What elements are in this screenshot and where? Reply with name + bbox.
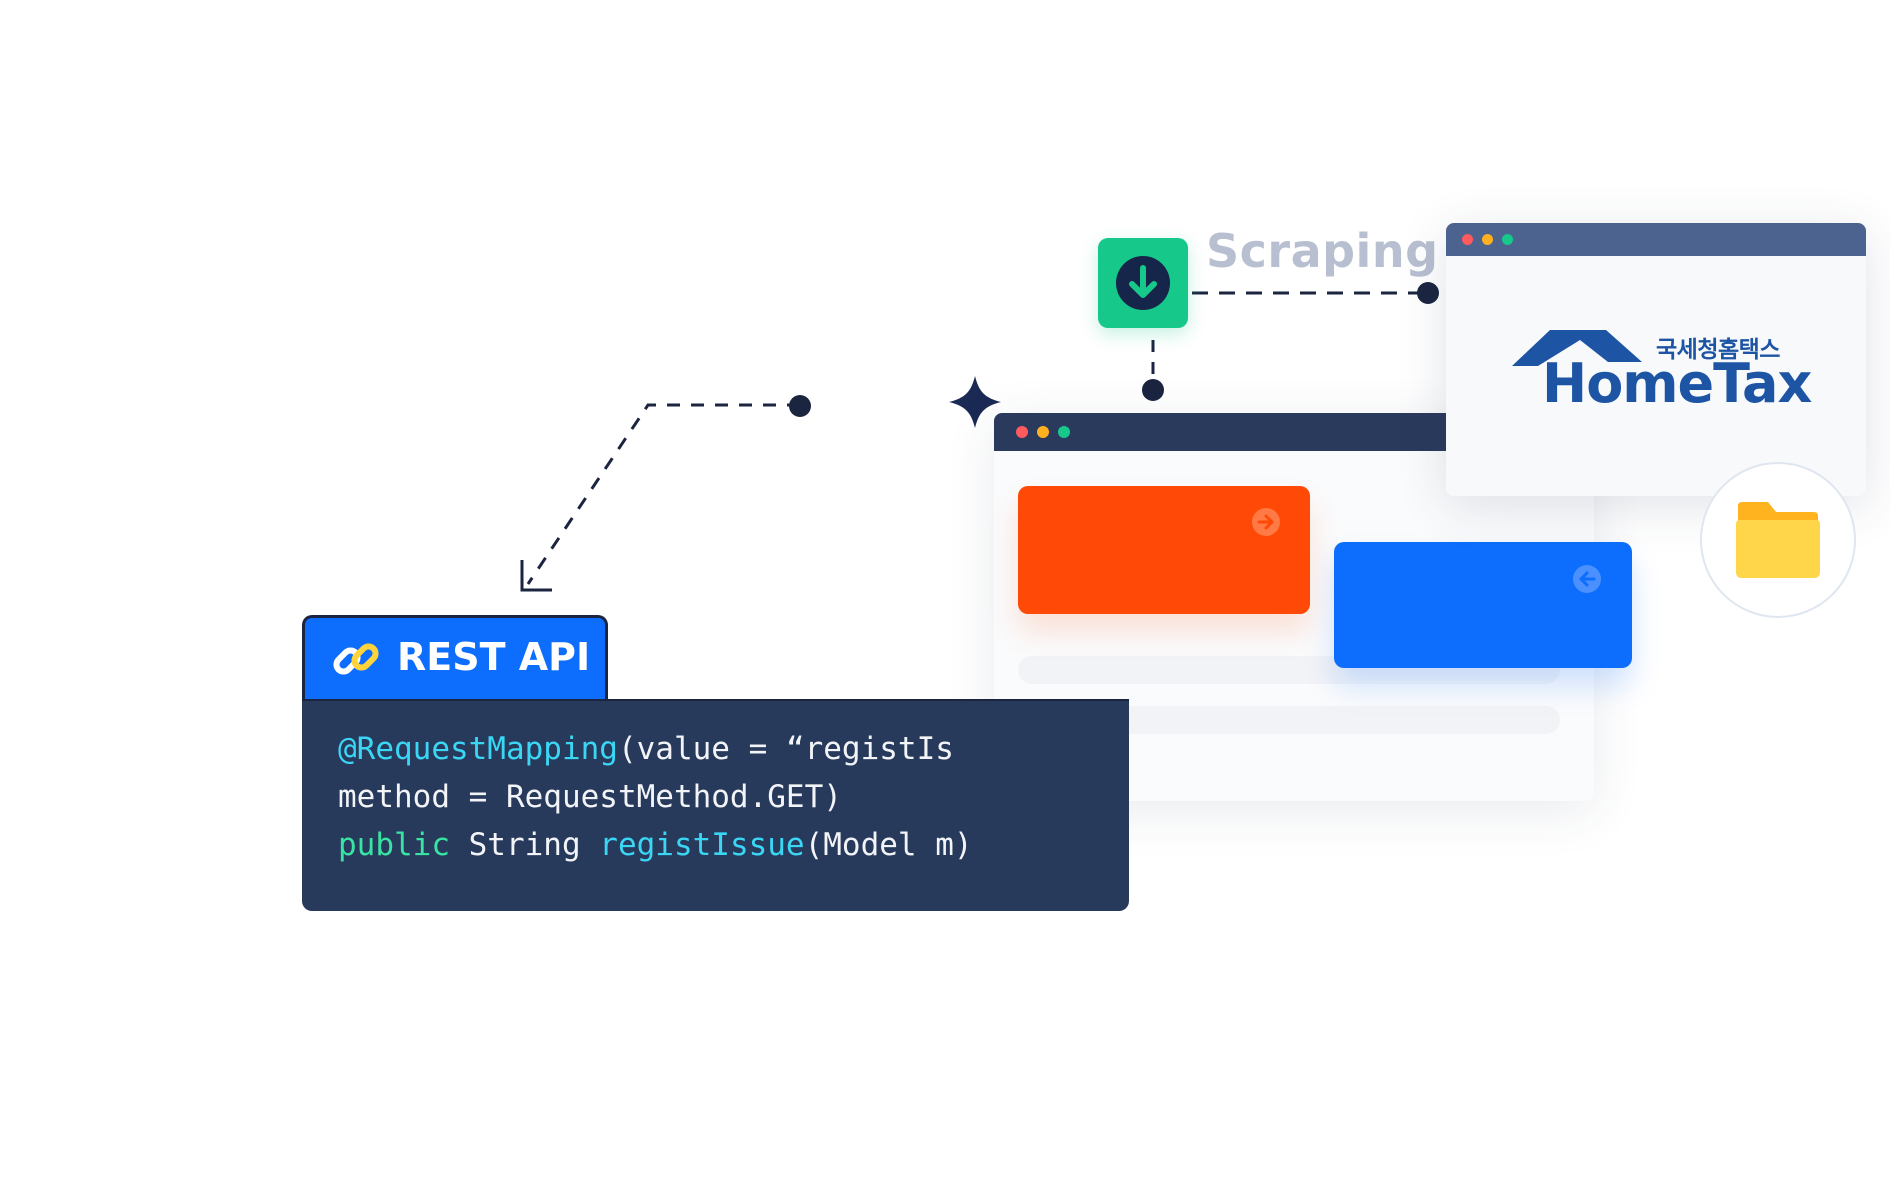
folder-circle [1700, 462, 1856, 618]
code-type: String [449, 827, 600, 863]
code-method-name: registIssue [599, 827, 805, 863]
code-args: (Model m) [804, 827, 973, 863]
hometax-window-titlebar [1446, 223, 1866, 256]
connector-dot-window [1142, 379, 1164, 401]
window-maximize-dot [1058, 426, 1070, 438]
arrow-right-circle-icon [1252, 508, 1280, 536]
code-line-3: public String registIssue(Model m) [338, 827, 973, 863]
code-text: (value = “registIs [617, 731, 954, 767]
code-line-2: method = RequestMethod.GET) [338, 779, 842, 815]
scraping-badge [1098, 238, 1188, 328]
connector-dot-left [789, 395, 811, 417]
four-point-star-icon [949, 376, 1001, 428]
rest-api-tab: REST API [302, 615, 608, 701]
window-minimize-dot [1482, 234, 1493, 245]
connector-dot-hometax [1417, 282, 1439, 304]
code-line-1: @RequestMapping(value = “registIs [338, 731, 954, 767]
scraping-label: Scraping [1206, 224, 1439, 278]
window-close-dot [1016, 426, 1028, 438]
blue-card [1334, 542, 1632, 668]
window-close-dot [1462, 234, 1473, 245]
rest-api-label: REST API [397, 635, 591, 679]
link-chain-icon [333, 643, 379, 675]
code-annotation: @RequestMapping [338, 731, 618, 767]
orange-card [1018, 486, 1310, 614]
arrow-down-circle-icon [1116, 256, 1170, 310]
code-keyword: public [338, 827, 450, 863]
house-roof-icon [1512, 330, 1642, 366]
hometax-logo-text: HomeTax [1542, 352, 1812, 415]
connector-to-rest-api [526, 403, 800, 585]
folder-icon [1736, 502, 1820, 578]
code-block: @RequestMapping(value = “registIs method… [302, 699, 1129, 911]
code-text: method = RequestMethod.GET) [338, 779, 842, 815]
arrow-left-circle-icon [1573, 565, 1601, 593]
window-maximize-dot [1502, 234, 1513, 245]
hometax-browser-window [1446, 223, 1866, 496]
window-minimize-dot [1037, 426, 1049, 438]
hometax-korean-text: 국세청홈택스 [1656, 337, 1780, 363]
arrowhead-icon [520, 560, 552, 592]
